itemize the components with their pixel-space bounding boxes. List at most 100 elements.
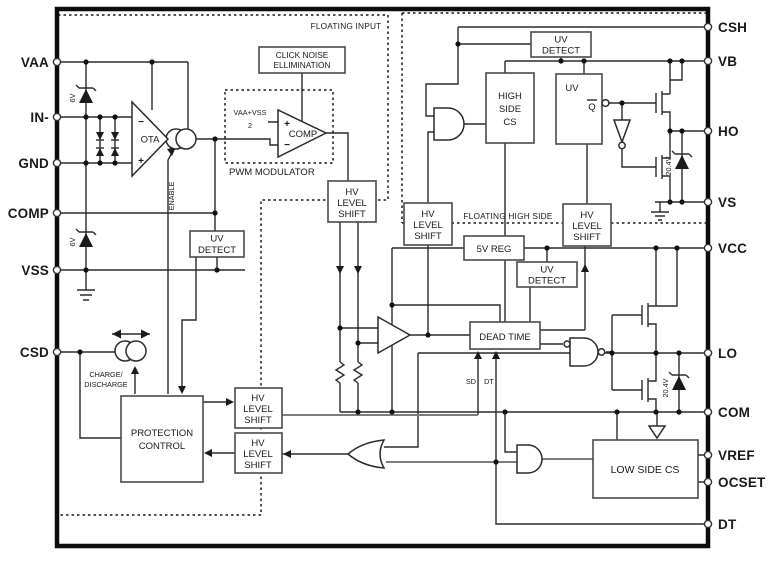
pin-com: COM: [718, 405, 750, 420]
block-uv-latch: UV Q: [555, 73, 610, 145]
pin-vaa: VAA: [21, 55, 49, 70]
svg-text:5V REG: 5V REG: [477, 244, 512, 255]
svg-text:LOW SIDE CS: LOW SIDE CS: [611, 464, 680, 476]
svg-text:−: −: [284, 140, 290, 151]
floating-input-boundary: [58, 14, 389, 516]
pwm-modulator-label: PWM MODULATOR: [229, 167, 315, 178]
zener-6v-label: 6V: [68, 93, 77, 102]
pin-dt: DT: [718, 517, 737, 532]
pin-ho: HO: [718, 124, 739, 139]
gray-wires: [282, 413, 593, 464]
charge-discharge-label-1: CHARGE/: [89, 370, 123, 379]
block-hv-level-shift-5: [234, 432, 283, 474]
ota-amplifier: [131, 100, 170, 178]
clamp-diodes: [96, 132, 119, 156]
svg-text:LEVEL: LEVEL: [243, 449, 273, 460]
svg-text:UV: UV: [565, 83, 579, 94]
small-labels: FLOATING INPUT FLOATING HIGH SIDE PWM MO…: [68, 21, 673, 398]
svg-text:+: +: [284, 119, 290, 130]
svg-text:HV: HV: [580, 210, 594, 221]
svg-text:Q: Q: [588, 102, 595, 113]
pins: VAA IN- GND COMP VSS CSD CSH VB HO VS VC…: [8, 20, 766, 532]
pin-csd: CSD: [20, 345, 49, 360]
pin-vref: VREF: [718, 448, 755, 463]
block-uv-detect-top: [530, 31, 592, 58]
block-hv-level-shift-2: [403, 202, 453, 246]
dt-label: DT: [484, 377, 494, 386]
or-gate: [346, 439, 386, 469]
pin-vss: VSS: [21, 263, 49, 278]
pin-lo: LO: [718, 346, 737, 361]
svg-text:DEAD TIME: DEAD TIME: [479, 332, 531, 343]
pin-vcc: VCC: [718, 241, 747, 256]
gates-and-amps: [131, 100, 632, 474]
svg-text:ELLIMINATION: ELLIMINATION: [273, 60, 330, 70]
svg-text:SHIFT: SHIFT: [244, 460, 272, 471]
blocks: CLICK NOISE ELLIMINATION HV LEVEL SHIFT …: [120, 31, 699, 499]
svg-text:HV: HV: [421, 209, 435, 220]
svg-text:SHIFT: SHIFT: [244, 415, 272, 426]
pin-gnd: GND: [18, 156, 49, 171]
svg-text:SIDE: SIDE: [499, 104, 521, 115]
charge-discharge-current-source: [114, 340, 147, 362]
nand-gate: [563, 337, 606, 367]
zener-diode-20v-high-side: [671, 150, 693, 169]
block-hv-level-shift-4: [234, 387, 283, 429]
svg-text:CLICK NOISE: CLICK NOISE: [276, 50, 329, 60]
svg-text:PROTECTION: PROTECTION: [131, 428, 193, 439]
pwm-modulator-boundary: [224, 89, 334, 164]
svg-text:HV: HV: [345, 187, 359, 198]
floating-high-side-label: FLOATING HIGH SIDE: [463, 211, 552, 221]
pin-in-minus: IN-: [30, 110, 49, 125]
svg-text:SHIFT: SHIFT: [573, 232, 601, 243]
resistor: [334, 361, 346, 384]
svg-text:COMP: COMP: [289, 129, 318, 140]
svg-text:DETECT: DETECT: [198, 245, 236, 256]
pin-comp: COMP: [8, 206, 49, 221]
charge-discharge-label-2: DISCHARGE: [84, 380, 128, 389]
zener-diode-6v: [75, 84, 97, 103]
inverted-output-bubble: [601, 98, 610, 108]
block-protection-control: [120, 395, 204, 483]
pin-vs: VS: [718, 195, 736, 210]
pwm-comparator: [277, 108, 328, 159]
current-source: [165, 128, 197, 150]
block-hv-level-shift-1: [327, 180, 377, 223]
zener-20v-label: 20.4V: [664, 156, 673, 175]
block-uv-detect-mid: [516, 261, 578, 288]
zener-6v-label: 6V: [68, 237, 77, 246]
block-high-side-cs: [485, 72, 535, 144]
discrete-symbols: [75, 84, 693, 440]
ground-symbol: [77, 211, 669, 301]
svg-text:DETECT: DETECT: [542, 46, 580, 57]
svg-text:HIGH: HIGH: [498, 91, 522, 102]
floating-input-label: FLOATING INPUT: [311, 21, 382, 31]
pin-vb: VB: [718, 54, 737, 69]
oscillator-buffer: [377, 315, 412, 355]
svg-text:OTA: OTA: [141, 135, 160, 146]
block-5v-reg: [463, 235, 525, 261]
svg-text:CS: CS: [503, 117, 516, 128]
svg-text:DETECT: DETECT: [528, 276, 566, 287]
high-side-and-gate: [433, 107, 465, 141]
svg-text:LEVEL: LEVEL: [572, 221, 602, 232]
svg-text:LEVEL: LEVEL: [413, 220, 443, 231]
zener-diode-6v: [75, 228, 97, 247]
pin-csh: CSH: [718, 20, 747, 35]
block-uv-detect-left: [189, 230, 245, 258]
block-low-side-cs: [592, 439, 699, 499]
block-dead-time: [469, 321, 541, 350]
svg-text:LEVEL: LEVEL: [243, 404, 273, 415]
svg-text:+: +: [138, 156, 144, 167]
vref-divider-numerator: VAA+VSS: [234, 108, 267, 117]
ic-outline: [54, 6, 711, 549]
zener-diode-20v-low-side: [668, 371, 690, 390]
vref-divider-denominator: 2: [248, 121, 252, 130]
pin-ocset: OCSET: [718, 475, 766, 490]
block-hv-level-shift-3: [562, 203, 612, 247]
svg-text:UV: UV: [554, 35, 568, 46]
svg-text:UV: UV: [540, 265, 554, 276]
svg-text:SHIFT: SHIFT: [338, 209, 366, 220]
svg-text:LEVEL: LEVEL: [337, 198, 367, 209]
